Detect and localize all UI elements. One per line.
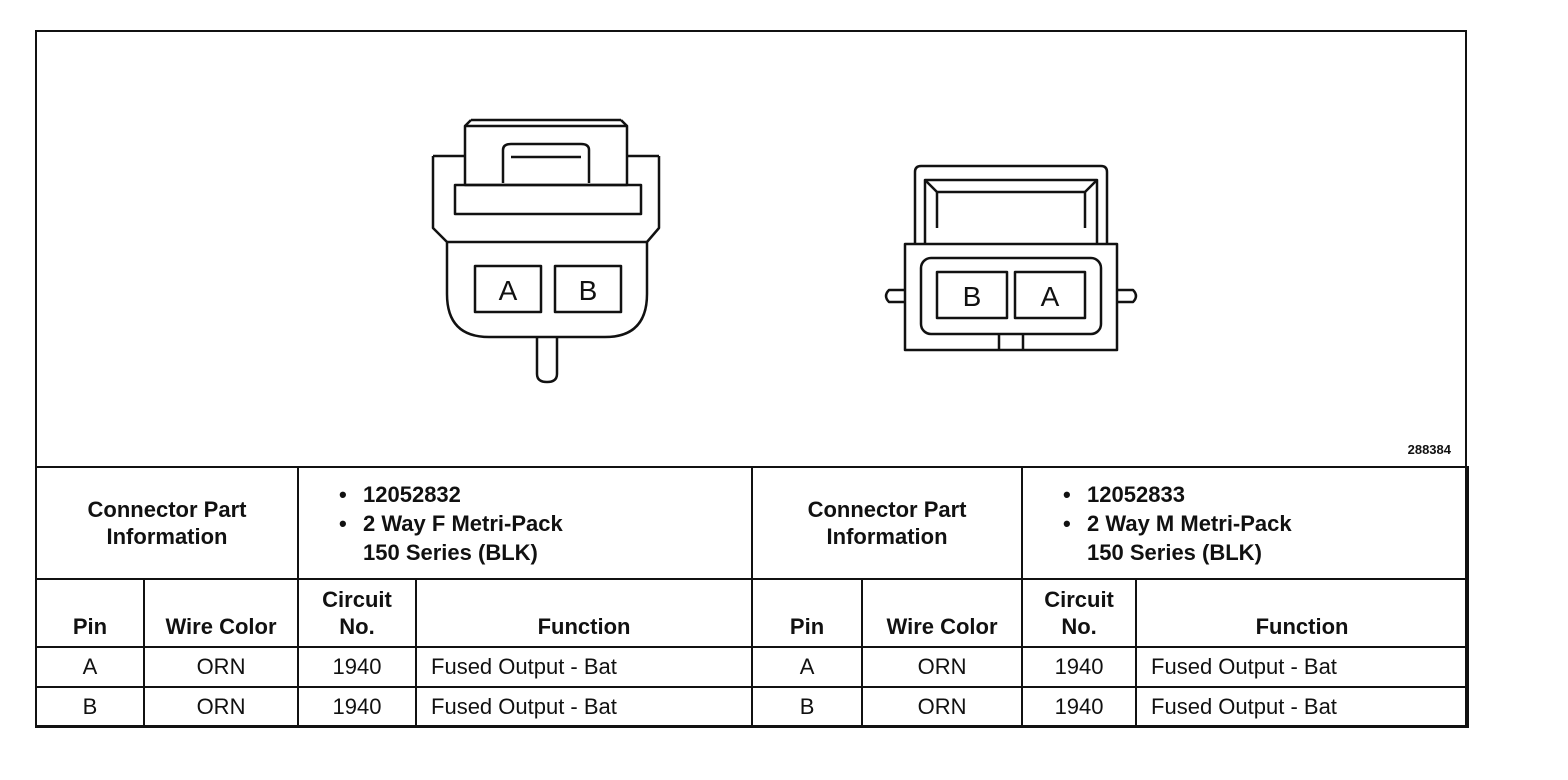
left-row-a-pin: A [35,646,145,688]
right-row-b-function: Fused Output - Bat [1135,686,1470,728]
left-row-b-wire-color: ORN [142,686,300,728]
left-header-pin: Pin [35,578,145,648]
right-connector-info-label: Connector Part Information [751,466,1024,580]
right-row-b-wire-color: ORN [861,686,1024,728]
right-header-pin: Pin [751,578,864,648]
left-row-a-wire-color: ORN [142,646,300,688]
left-row-a-circuit: 1940 [297,646,418,688]
left-row-a-function: Fused Output - Bat [415,646,754,688]
connector-illustration: A B B A [431,118,1138,384]
female-pin-a-label: A [499,275,518,306]
female-pin-box-a [473,264,543,314]
connector-drawing: A B B A [37,32,1465,466]
left-row-b-circuit: 1940 [297,686,418,728]
connector-info-row: Connector Part Information 12052832 2 Wa… [34,466,1470,580]
female-pin-box-b [553,264,623,314]
right-row-a-circuit: 1940 [1021,646,1138,688]
right-row-a-function: Fused Output - Bat [1135,646,1470,688]
right-header-wire-color: Wire Color [861,578,1024,648]
right-header-function: Function [1135,578,1470,648]
connector-spec-table: Connector Part Information 12052832 2 Wa… [34,466,1470,728]
male-pin-box-b [935,270,1009,320]
right-row-b-circuit: 1940 [1021,686,1138,728]
left-part-number: 12052832 [339,480,751,509]
left-header-wire-color: Wire Color [142,578,300,648]
table-row: B ORN 1940 Fused Output - Bat B ORN 1940… [35,686,1470,728]
figure-id-number: 288384 [1407,442,1451,457]
male-pin-b-label: B [963,281,982,312]
left-header-circuit-no: Circuit No. [297,578,418,648]
left-row-b-function: Fused Output - Bat [415,686,754,728]
left-connector-info-label: Connector Part Information [34,466,300,580]
table-row: A ORN 1940 Fused Output - Bat A ORN 1940… [35,646,1470,688]
left-header-function: Function [415,578,754,648]
left-row-b-pin: B [35,686,145,728]
male-pin-a-label: A [1041,281,1060,312]
right-row-a-wire-color: ORN [861,646,1024,688]
female-pin-b-label: B [579,275,598,306]
connector-sheet: A B B A [34,30,1470,728]
male-connector [884,164,1138,352]
right-row-b-pin: B [751,686,864,728]
female-connector [431,118,661,384]
male-pin-box-a [1013,270,1087,320]
right-header-circuit-no: Circuit No. [1021,578,1138,648]
right-row-a-pin: A [751,646,864,688]
right-part-number: 12052833 [1063,480,1467,509]
column-header-row: Pin Wire Color Circuit No. Function Pin … [35,578,1470,648]
